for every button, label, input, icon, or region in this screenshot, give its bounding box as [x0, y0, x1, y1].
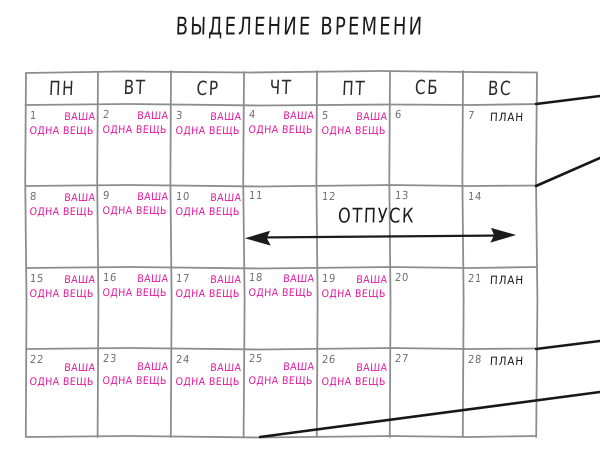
day-number: 20: [394, 271, 410, 284]
day-number: 6: [394, 108, 403, 121]
day-number: 28: [467, 353, 483, 366]
calendar-cell[interactable]: 14: [464, 189, 537, 268]
day-number: 27: [394, 352, 410, 365]
weekday-header-tue: ВТ: [123, 76, 147, 100]
weekday-header-wed: СР: [196, 77, 220, 101]
calendar-cell[interactable]: 12: [318, 189, 390, 268]
plan-text: ПЛАН: [489, 273, 525, 287]
calendar-cell[interactable]: 6: [391, 107, 463, 185]
calendar-cell[interactable]: 7 ПЛАН: [464, 108, 537, 186]
calendar-cell[interactable]: 21 ПЛАН: [464, 271, 537, 349]
calendar-cell[interactable]: 20: [391, 270, 463, 348]
calendar-cell[interactable]: 27: [391, 351, 463, 436]
day-number: 12: [321, 190, 337, 203]
weekday-header-sat: СБ: [414, 76, 440, 100]
day-number: 11: [248, 189, 264, 202]
day-number: 21: [467, 272, 483, 285]
plan-text: ПЛАН: [489, 110, 525, 124]
weekday-header-mon: ПН: [48, 77, 76, 101]
weekday-header-thu: ЧТ: [269, 76, 293, 100]
calendar-cell[interactable]: 28 ПЛАН: [464, 352, 537, 437]
weekday-header-fri: ПТ: [341, 77, 367, 101]
day-number: 13: [394, 189, 410, 202]
day-number: 14: [467, 190, 483, 203]
day-number: 7: [467, 109, 476, 122]
calendar-cell[interactable]: 11: [245, 188, 317, 267]
vacation-label: ОТПУСК: [337, 204, 416, 229]
weekday-header-sun: ВС: [487, 77, 513, 101]
plan-text: ПЛАН: [489, 354, 525, 368]
